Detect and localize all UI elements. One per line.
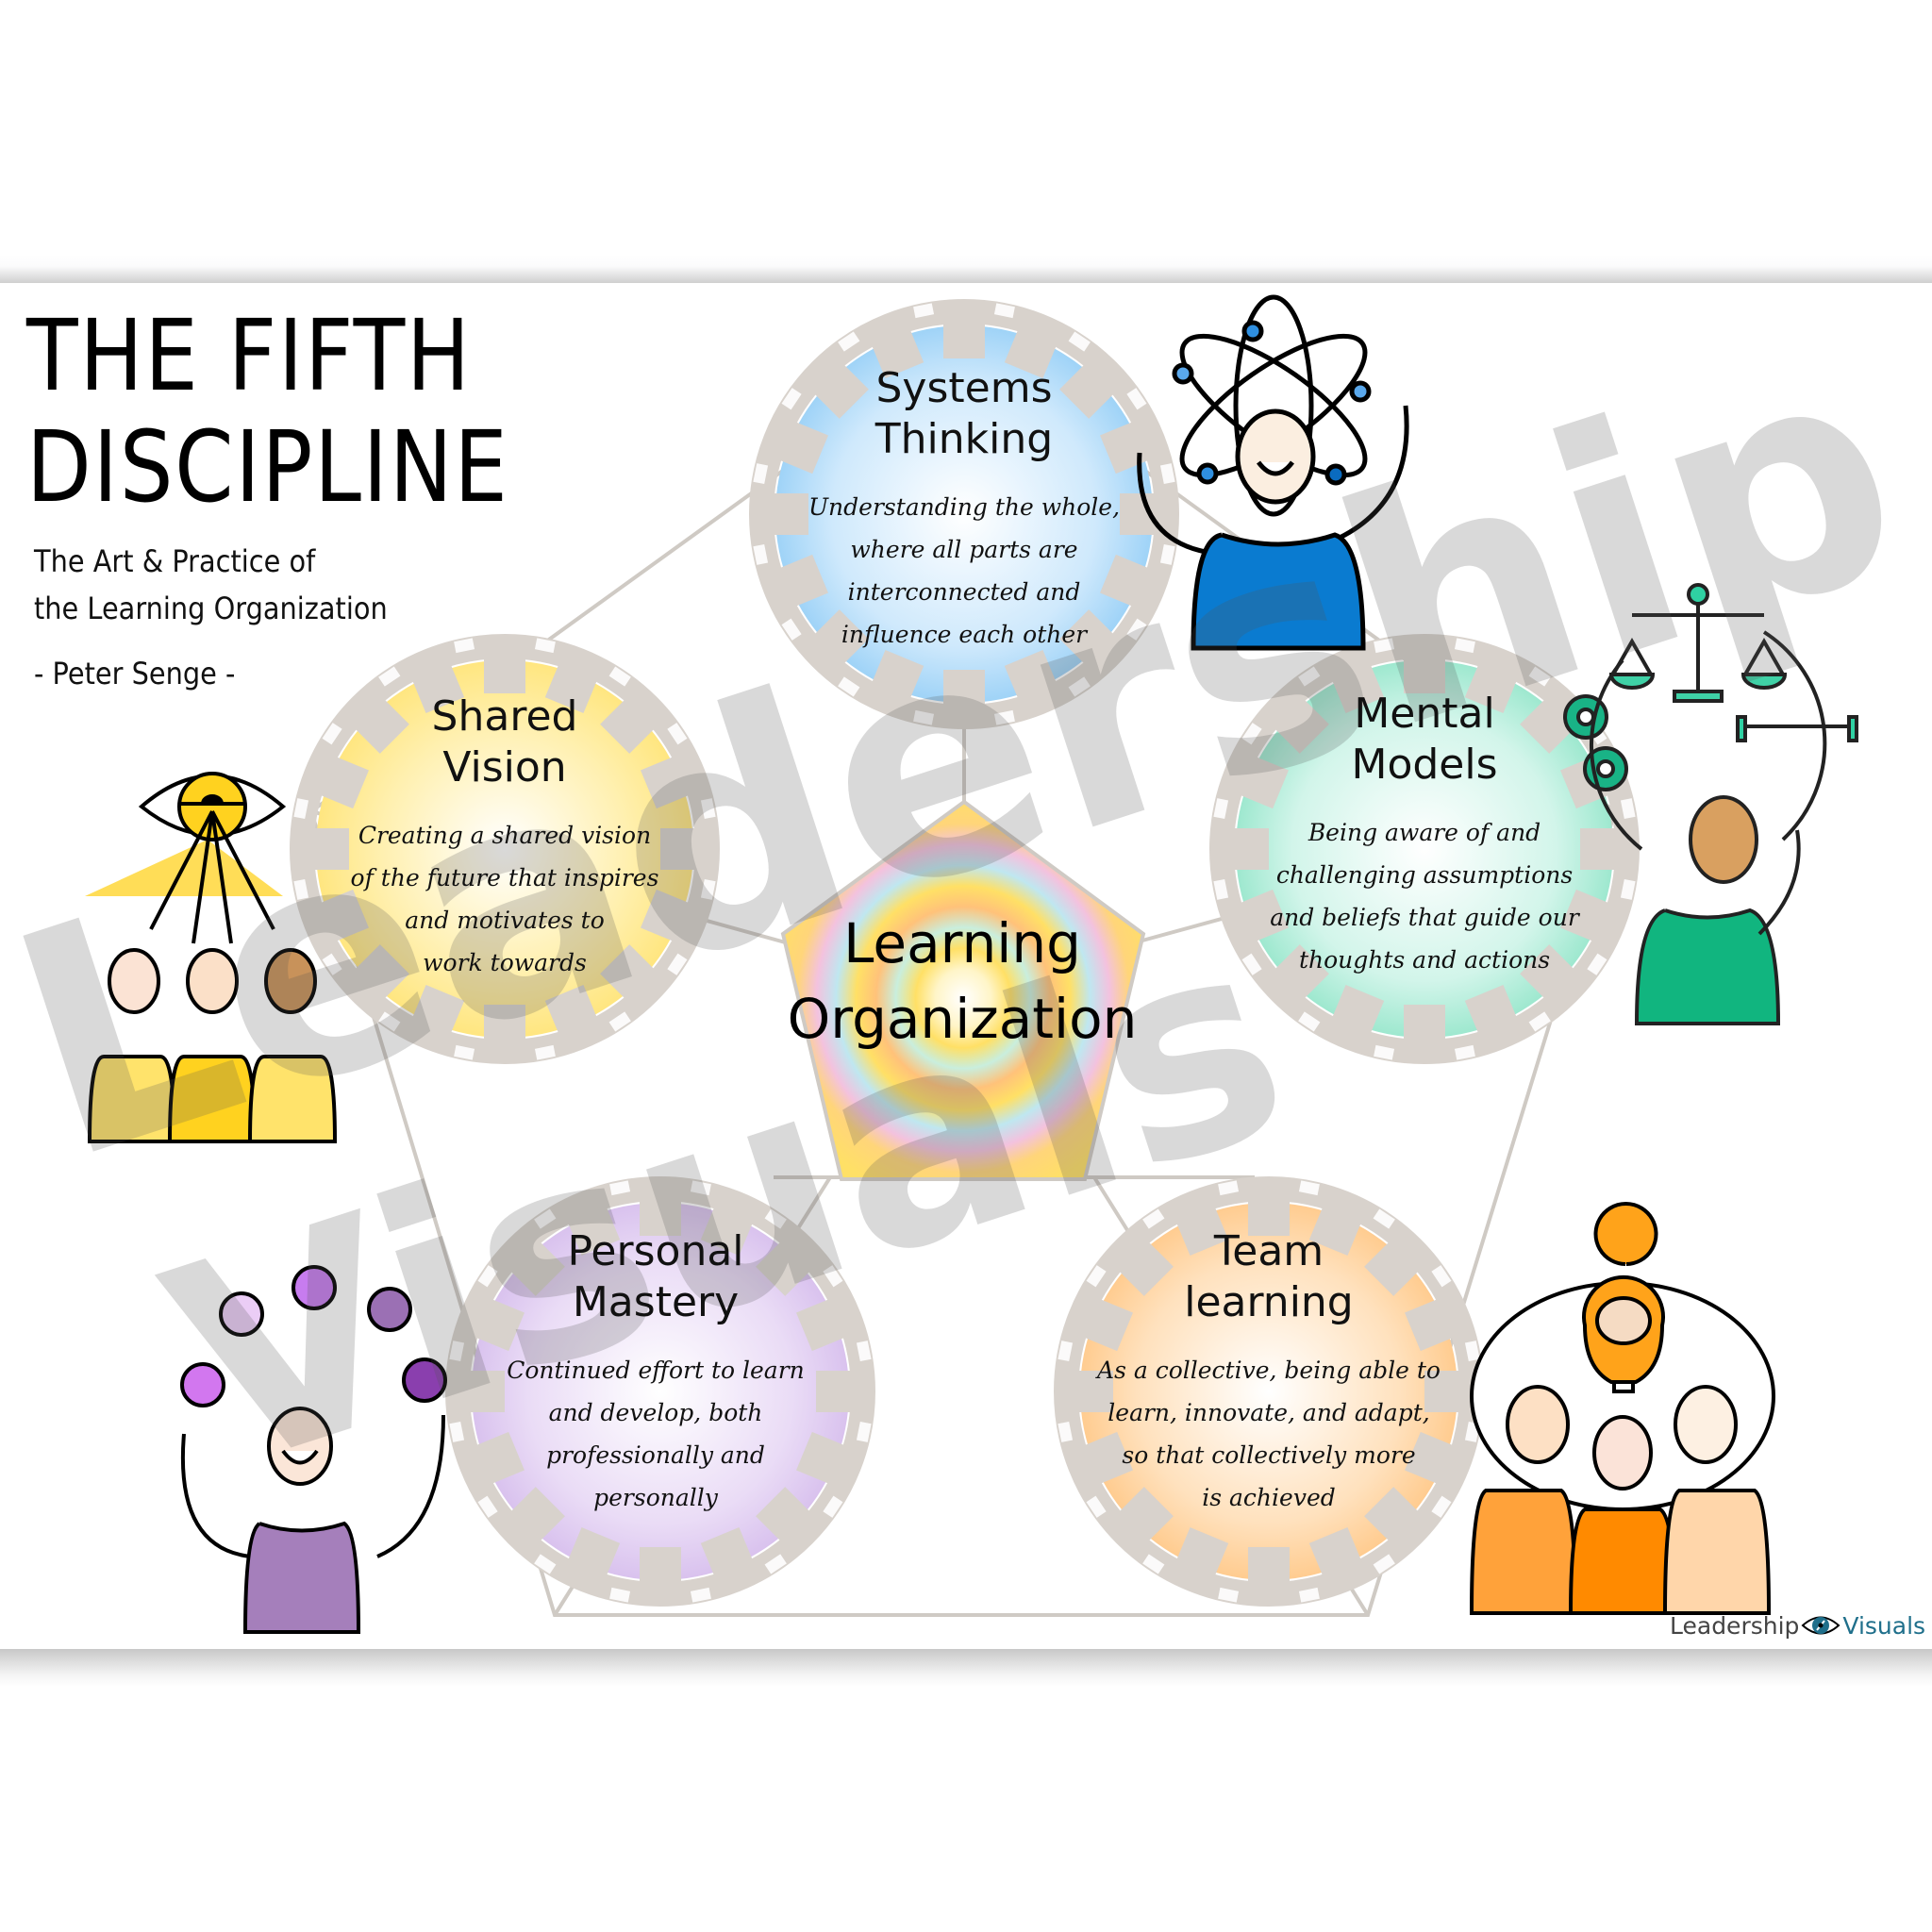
gear-shared-vision xyxy=(293,638,715,1059)
team-lightbulb-brain-icon xyxy=(1469,1202,1775,1615)
atom-head-person-icon xyxy=(1137,294,1409,651)
discipline-description: Being aware of and challenging assumptio… xyxy=(1270,819,1579,974)
author: - Peter Senge - xyxy=(34,656,236,691)
gear-mental-models xyxy=(1213,638,1635,1059)
subtitle-line-2: the Learning Organization xyxy=(34,591,388,626)
title-line-2: DISCIPLINE xyxy=(26,409,509,525)
eye-logo-icon xyxy=(1801,1616,1840,1635)
center-label-learning-organization: Learning Organization xyxy=(787,911,1138,1051)
discipline-mental-models: Mental Models Being aware of and challen… xyxy=(1208,689,1641,981)
discipline-title: Shared Vision xyxy=(431,692,578,791)
discipline-team-learning: Team learning As a collective, being abl… xyxy=(1052,1226,1486,1519)
gear-personal-mastery xyxy=(449,1180,871,1602)
title-line-1: THE FIFTH xyxy=(26,298,472,413)
gear-systems-thinking xyxy=(753,303,1174,724)
logo-text-leadership: Leadership xyxy=(1670,1611,1800,1640)
discipline-description: Creating a shared vision of the future t… xyxy=(350,822,659,976)
top-shadow-band xyxy=(0,255,1932,283)
leadership-visuals-logo: Leadership Visuals xyxy=(1670,1608,1925,1642)
discipline-systems-thinking: Systems Thinking Understanding the whole… xyxy=(747,363,1181,656)
bottom-shadow-band xyxy=(0,1649,1932,1687)
poster-subtitle: The Art & Practice of the Learning Organ… xyxy=(34,538,388,632)
poster-title: THE FIFTH DISCIPLINE xyxy=(26,300,509,523)
subtitle-line-1: The Art & Practice of xyxy=(34,543,316,579)
discipline-description: As a collective, being able to learn, in… xyxy=(1097,1357,1441,1511)
eye-rays-group-icon xyxy=(85,772,338,1143)
center-pentagon xyxy=(780,799,1146,1181)
discipline-title: Personal Mastery xyxy=(567,1227,744,1326)
discipline-title: Systems Thinking xyxy=(874,364,1054,463)
discipline-personal-mastery: Personal Mastery Continued effort to lea… xyxy=(439,1226,873,1519)
discipline-description: Continued effort to learn and develop, b… xyxy=(507,1357,805,1511)
discipline-title: Team learning xyxy=(1184,1227,1354,1326)
discipline-title: Mental Models xyxy=(1351,690,1498,789)
discipline-shared-vision: Shared Vision Creating a shared vision o… xyxy=(288,691,722,984)
logo-text-visuals: Visuals xyxy=(1842,1611,1926,1640)
juggling-person-icon xyxy=(180,1265,447,1634)
gear-team-learning xyxy=(1058,1180,1479,1602)
discipline-description: Understanding the whole, where all parts… xyxy=(808,493,1121,648)
scales-gears-thumbs-person-icon xyxy=(1563,583,1858,1025)
